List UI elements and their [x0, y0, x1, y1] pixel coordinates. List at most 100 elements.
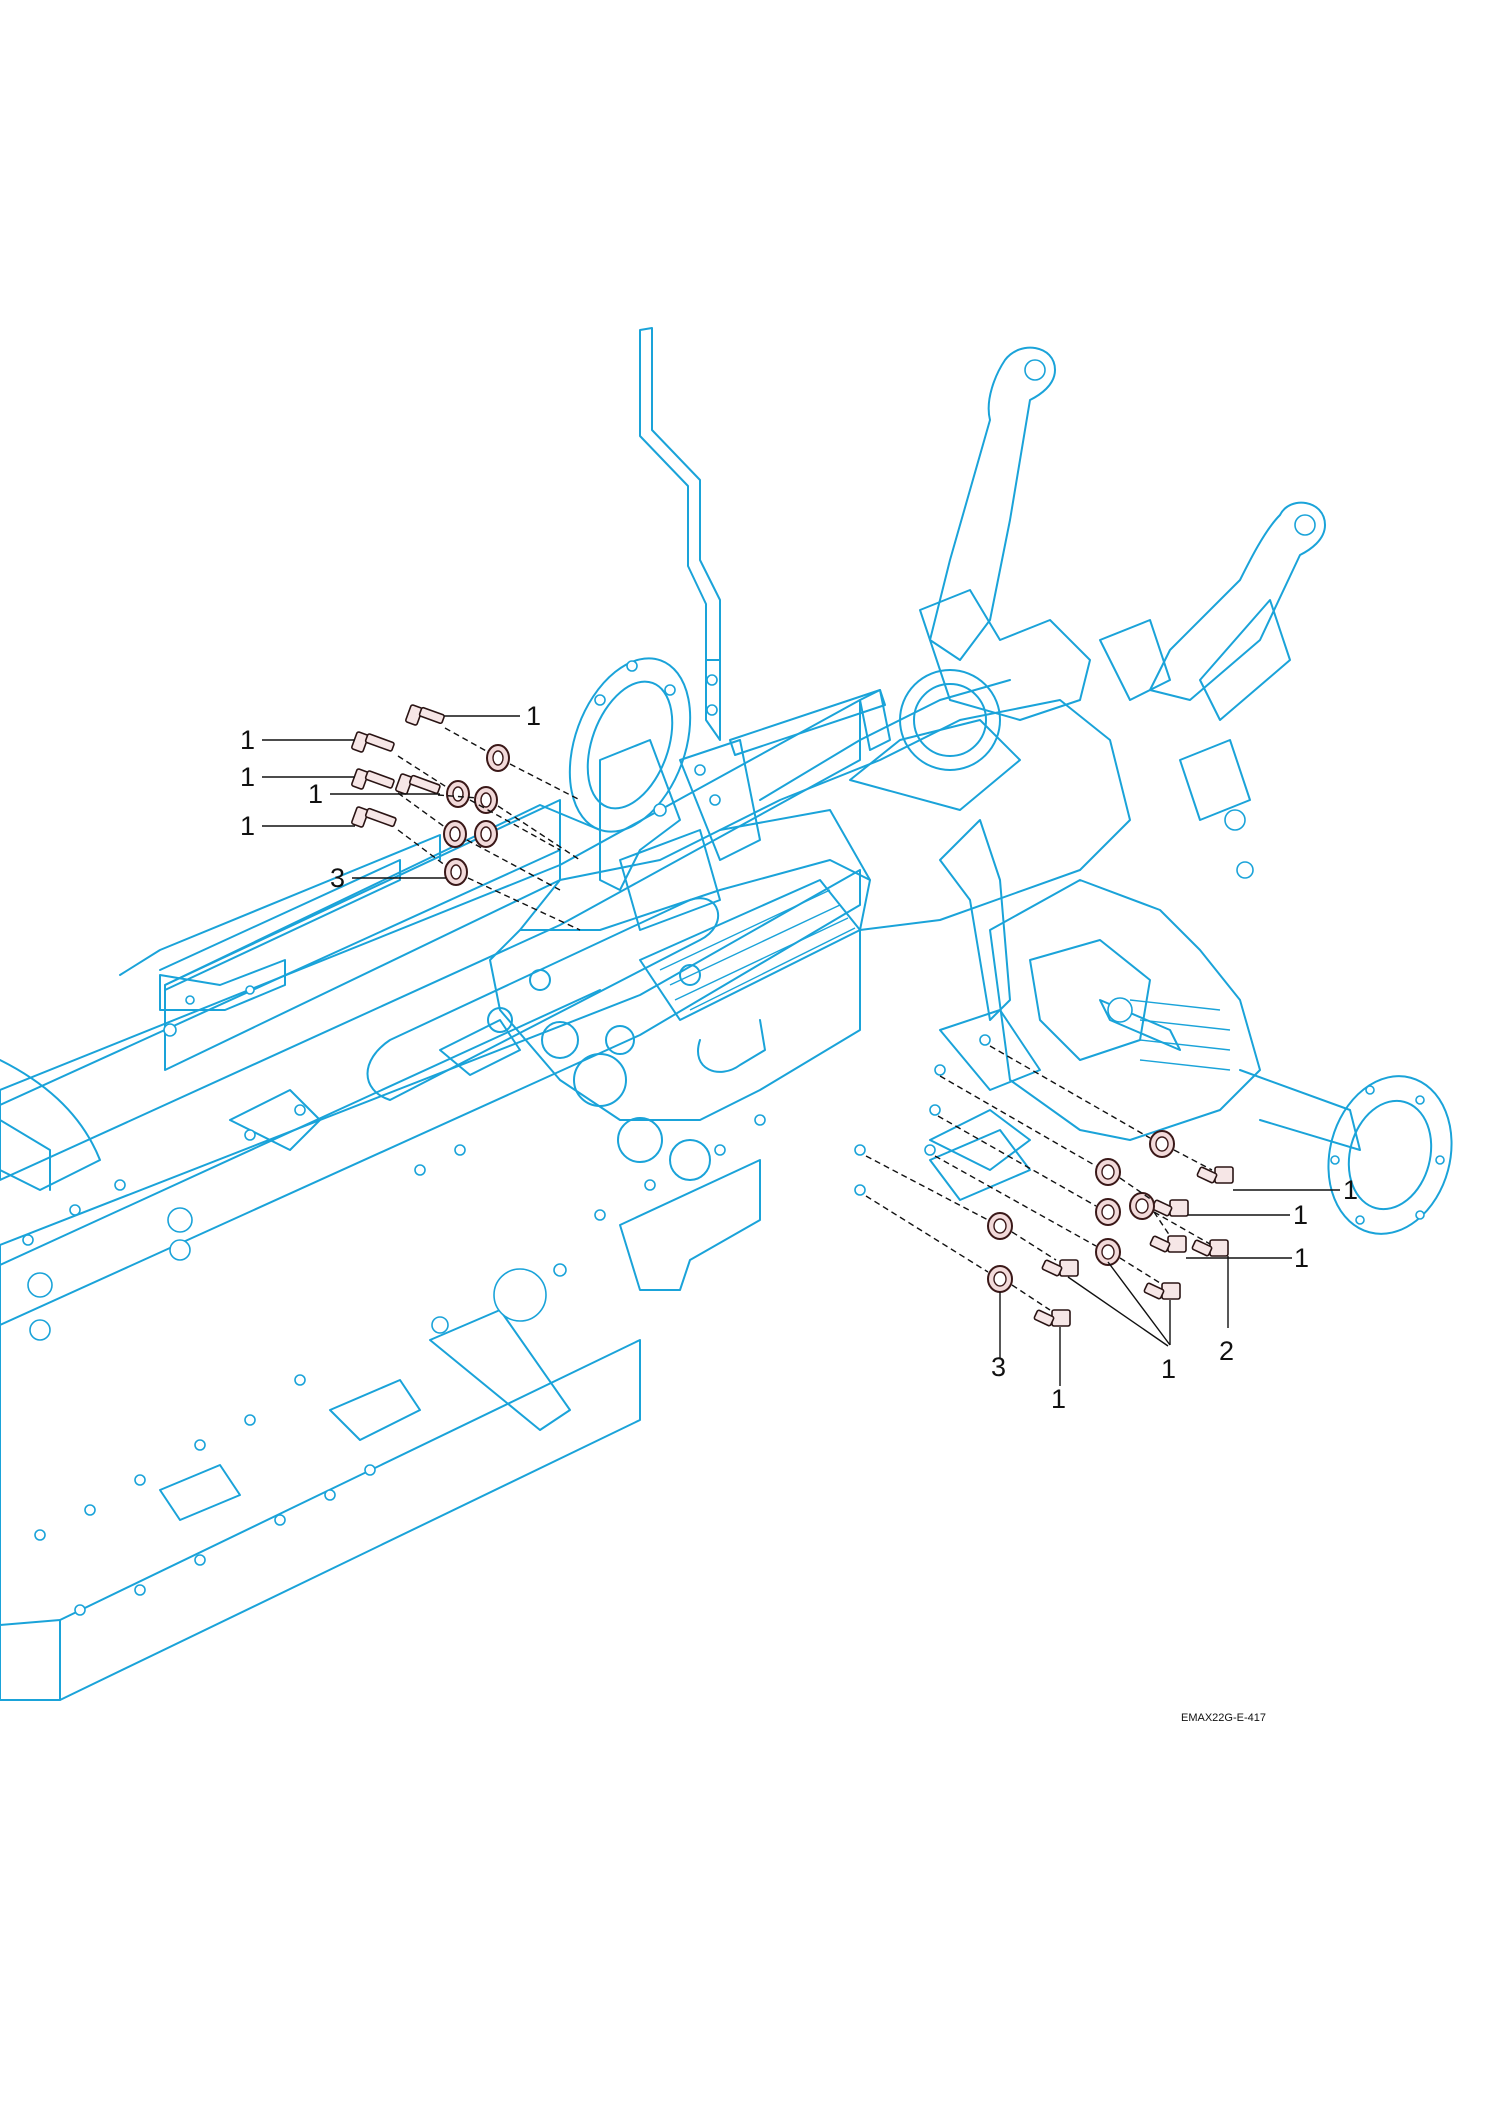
rail-hole — [714, 1144, 726, 1156]
lower-mount-bracket — [929, 1129, 1031, 1201]
rail-hole — [294, 1104, 306, 1116]
control-rod — [729, 689, 886, 756]
upper-housing — [719, 699, 1131, 931]
rail-hole — [84, 1504, 96, 1516]
rail-hole — [294, 1374, 306, 1386]
bolt — [1033, 1309, 1071, 1327]
cross-member-1 — [164, 799, 561, 1071]
bolt — [1196, 1166, 1234, 1184]
link-arm — [1099, 999, 1181, 1051]
bracket-hole — [694, 764, 706, 776]
bolt — [1191, 1239, 1229, 1257]
flange-hole — [664, 684, 676, 696]
rail-hole — [594, 1209, 606, 1221]
callout-number: 1 — [1293, 1200, 1308, 1230]
front-bracket-edge — [0, 1119, 51, 1191]
control-fitting — [859, 689, 891, 751]
gearbox-cap — [541, 1021, 579, 1059]
gearbox-cap — [573, 1053, 627, 1107]
side-bracket — [1179, 739, 1251, 821]
alignment-line — [437, 794, 581, 861]
flange-hole — [1365, 1085, 1375, 1095]
lift-arm-pin — [1024, 359, 1046, 381]
bolt — [351, 731, 395, 753]
rail-bracket-2 — [439, 1019, 521, 1076]
callout-number: 2 — [1219, 1336, 1234, 1366]
rail-hole — [34, 1529, 46, 1541]
bolt — [395, 773, 441, 795]
top-cover — [849, 719, 1021, 811]
gearbox-boss — [529, 969, 551, 991]
alignment-line — [865, 1195, 1051, 1311]
rail-hole — [244, 1414, 256, 1426]
mount-hole — [924, 1144, 936, 1156]
gearbox-cylinder — [639, 879, 861, 1021]
gearbox-top-edge — [519, 809, 871, 931]
gearbox-cap — [605, 1025, 635, 1055]
rail-hole — [134, 1474, 146, 1486]
callout-number: 1 — [308, 779, 323, 809]
callout-number: 1 — [240, 725, 255, 755]
rail-bracket-5 — [159, 1464, 241, 1521]
rail-hole — [244, 1129, 256, 1141]
cross-member-1-top — [164, 804, 601, 986]
front-bracket — [0, 1059, 101, 1191]
rail-hole — [22, 1234, 34, 1246]
rail-nut — [29, 1319, 51, 1341]
washer — [486, 744, 510, 772]
housing-rim — [759, 679, 1011, 801]
mount-hole — [979, 1034, 991, 1046]
bolt — [1151, 1199, 1189, 1217]
rail-hole — [454, 1144, 466, 1156]
washer — [1095, 1158, 1121, 1186]
link-pivot — [1107, 997, 1133, 1023]
rail-hole — [194, 1554, 206, 1566]
side-rail-lower — [0, 869, 861, 1326]
hitch-housing — [919, 589, 1091, 721]
left-fastener-group — [262, 704, 581, 931]
shift-lever-base — [705, 659, 721, 741]
washer — [987, 1265, 1013, 1293]
callout-number: 1 — [1294, 1243, 1309, 1273]
lift-arm-gusset — [1199, 599, 1291, 721]
bolt — [1143, 1282, 1181, 1300]
flange-hole — [1435, 1155, 1445, 1165]
mount-hole — [854, 1144, 866, 1156]
rail-hole — [185, 995, 195, 1005]
cross-tube — [366, 897, 719, 1101]
callout-number: 1 — [1343, 1175, 1358, 1205]
cross-member-2 — [159, 859, 401, 991]
left-mount-bracket — [599, 739, 681, 891]
rail-bracket-4 — [329, 1379, 421, 1441]
rail-bracket-3 — [619, 1159, 761, 1291]
callout-number: 1 — [526, 701, 541, 731]
pto-flange-inner — [586, 680, 674, 810]
rail-nut — [169, 1239, 191, 1261]
mount-hole — [854, 1184, 866, 1196]
lever-bolt — [706, 704, 718, 716]
washer — [474, 786, 498, 814]
washer — [1129, 1192, 1155, 1220]
gearbox-boss — [487, 1007, 513, 1033]
cover-dome-inner — [913, 683, 987, 757]
right-fastener-group — [865, 1045, 1340, 1386]
rail-hole — [163, 1023, 177, 1037]
side-rail-bottom — [0, 1324, 641, 1701]
lift-arm-pin — [1294, 514, 1316, 536]
side-rail-upper-edge — [0, 849, 561, 1106]
washer — [1095, 1198, 1121, 1226]
rail-hole — [194, 1439, 206, 1451]
leader-line — [1067, 1261, 1171, 1347]
right-mount-foot — [929, 1109, 1031, 1171]
alignment-line — [865, 1155, 1057, 1261]
washer — [444, 858, 468, 886]
alignment-line — [397, 755, 561, 851]
gearbox-boss — [679, 964, 701, 986]
washer — [446, 780, 470, 808]
callout-number: 1 — [1161, 1354, 1176, 1384]
washer — [1095, 1238, 1121, 1266]
alignment-line — [397, 829, 581, 931]
flange-hole — [1330, 1155, 1340, 1165]
